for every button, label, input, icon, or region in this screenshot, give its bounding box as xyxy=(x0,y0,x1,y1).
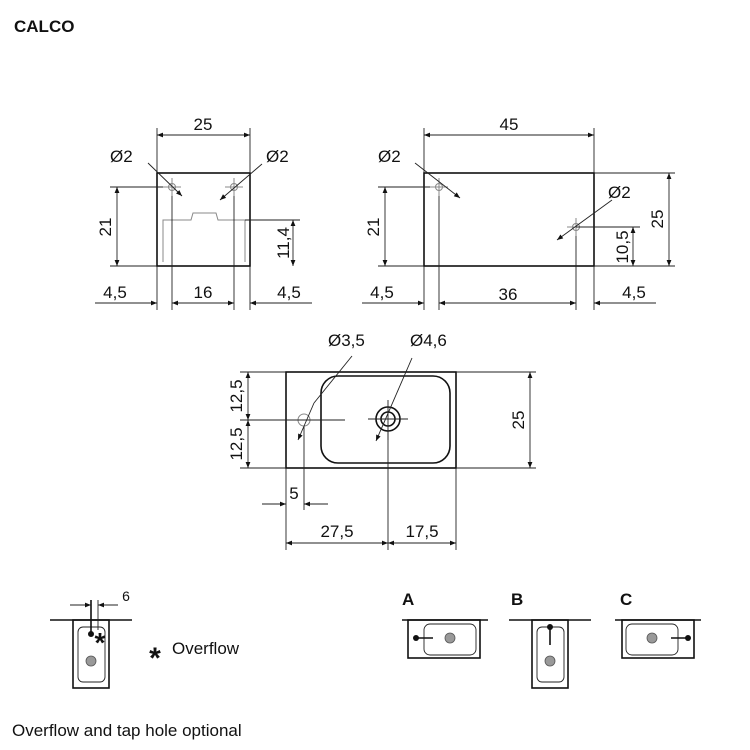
front-hole-top-label: Ø2 xyxy=(378,147,401,166)
overflow-legend-label: Overflow xyxy=(172,639,240,658)
side-hole-left-label: Ø2 xyxy=(110,147,133,166)
front-view-outline xyxy=(423,172,595,267)
front-height-total-label: 25 xyxy=(648,210,667,229)
variant-a-tap-icon xyxy=(413,635,419,641)
overflow-detail-tap-icon xyxy=(88,631,94,637)
basin-bowl xyxy=(320,375,451,464)
side-offset-right-label: 4,5 xyxy=(277,283,301,302)
variant-b-tap-icon xyxy=(547,624,553,630)
side-inner-height-label: 11,4 xyxy=(274,227,293,259)
side-view-inner-contour xyxy=(162,212,246,262)
top-lower-half-label: 12,5 xyxy=(227,427,246,460)
front-hole-height-label: 10,5 xyxy=(613,230,632,263)
variant-c-drain xyxy=(646,632,658,644)
side-hole-right-label: Ø2 xyxy=(266,147,289,166)
footnote: Overflow and tap hole optional xyxy=(12,721,242,740)
top-upper-half-label: 12,5 xyxy=(227,379,246,412)
drain-hole-label: Ø4,6 xyxy=(410,331,447,350)
top-left-part-label: 27,5 xyxy=(320,522,353,541)
overflow-detail-drain xyxy=(85,655,97,667)
side-offset-left-label: 4,5 xyxy=(103,283,127,302)
side-view: 25 21 Ø2 Ø2 11,4 4,5 16 4,5 xyxy=(95,115,312,310)
variant-b-label: B xyxy=(511,590,523,609)
variant-a-label: A xyxy=(402,590,414,609)
variant-a: A xyxy=(402,590,488,659)
overflow-detail-marker: * xyxy=(95,627,106,658)
front-offset-left-label: 4,5 xyxy=(370,283,394,302)
overflow-offset-label: 6 xyxy=(122,588,130,604)
top-tap-offset-label: 5 xyxy=(289,484,298,503)
overflow-detail: 6 * * Overflow xyxy=(50,588,240,689)
side-view-outline xyxy=(156,172,251,267)
front-height-hole-label: 21 xyxy=(364,218,383,237)
top-depth-label: 25 xyxy=(509,411,528,430)
variant-a-drain xyxy=(444,632,456,644)
variant-c-tap-icon xyxy=(685,635,691,641)
top-right-part-label: 17,5 xyxy=(405,522,438,541)
side-height-label: 21 xyxy=(96,218,115,237)
front-spacing-label: 36 xyxy=(499,285,518,304)
variant-c: C xyxy=(615,590,701,659)
front-view: 45 25 21 Ø2 Ø2 10,5 4,5 36 xyxy=(362,115,675,310)
tap-hole-label: Ø3,5 xyxy=(328,331,365,350)
front-offset-right-label: 4,5 xyxy=(622,283,646,302)
front-hole-right-label: Ø2 xyxy=(608,183,631,202)
variant-c-label: C xyxy=(620,590,632,609)
top-view: Ø3,5 Ø4,6 12,5 12,5 25 5 27,5 17,5 xyxy=(227,331,536,550)
front-width-label: 45 xyxy=(500,115,519,134)
side-spacing-label: 16 xyxy=(194,283,213,302)
variant-b-drain xyxy=(544,655,556,667)
variant-b: B xyxy=(509,590,591,689)
side-width-label: 25 xyxy=(194,115,213,134)
product-title: CALCO xyxy=(14,17,74,36)
overflow-legend-symbol: * xyxy=(149,642,161,675)
